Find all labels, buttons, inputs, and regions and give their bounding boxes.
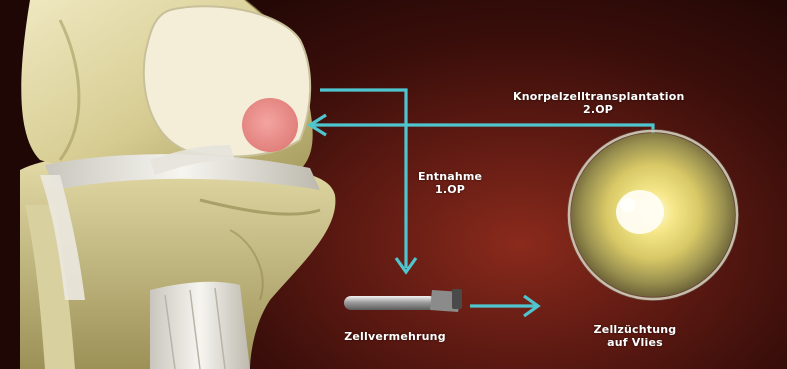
transplant-label-line1: Knorpelzelltransplantation — [513, 90, 683, 103]
patellar-tendon — [150, 282, 250, 369]
culture-dish — [567, 129, 739, 301]
harvest-label-line1: Entnahme — [418, 170, 482, 183]
culture-label-line1: Zellzüchtung — [580, 323, 690, 336]
harvest-label: Entnahme 1.OP — [418, 170, 482, 196]
harvest-arrow — [320, 90, 406, 268]
cartilage-defect-spot — [242, 98, 298, 152]
multiplication-label: Zellvermehrung — [340, 330, 450, 343]
transplant-label-line2: 2.OP — [513, 103, 683, 116]
culture-label-line2: auf Vlies — [580, 336, 690, 349]
cell-tube — [344, 289, 462, 312]
multiplication-label-line1: Zellvermehrung — [340, 330, 450, 343]
transplant-label: Knorpelzelltransplantation 2.OP — [513, 90, 683, 116]
culture-label: Zellzüchtung auf Vlies — [580, 323, 690, 349]
harvest-label-line2: 1.OP — [418, 183, 482, 196]
